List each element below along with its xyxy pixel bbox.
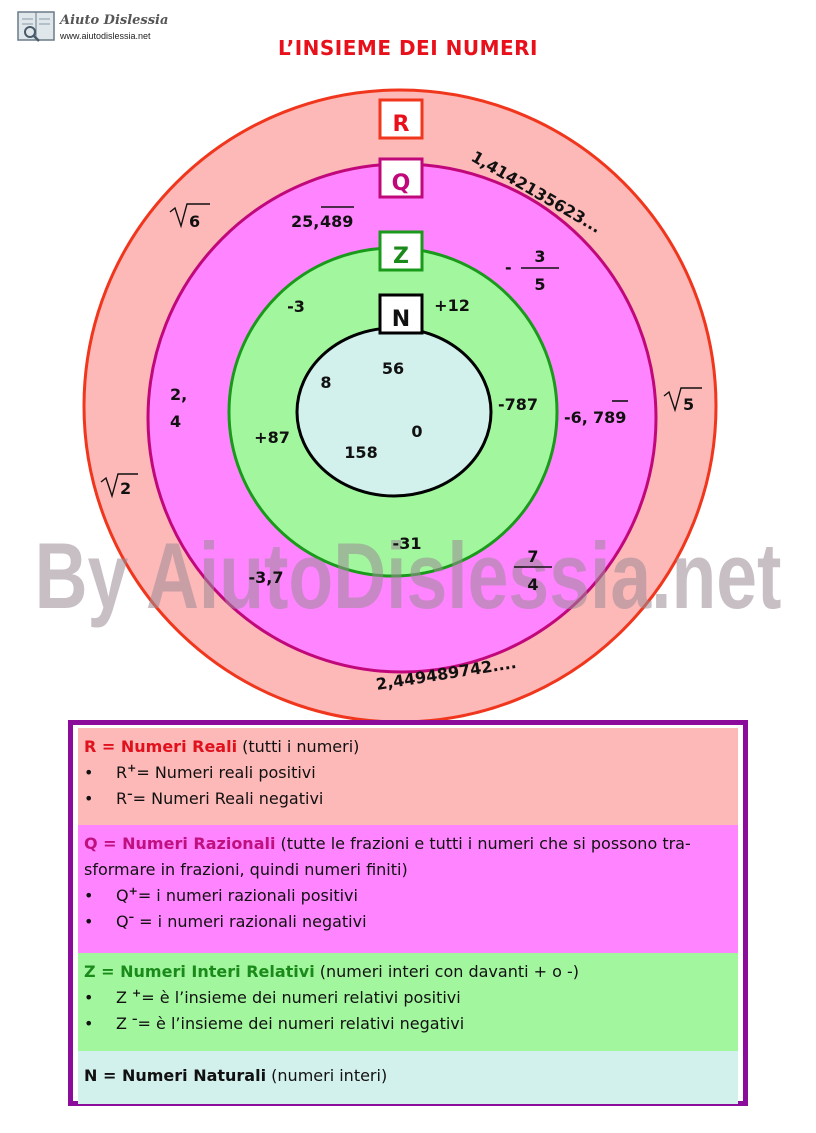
label-Q: Q <box>378 157 424 199</box>
legend-section-N: N = Numeri Naturali (numeri interi) <box>78 1051 738 1104</box>
list-item: • R+= Numeri reali positivi <box>84 760 734 786</box>
radicand: 2 <box>120 479 131 498</box>
bullet-icon: • <box>84 1014 94 1033</box>
z-value: -787 <box>498 395 538 414</box>
list-item: • Q– = i numeri razionali negativi <box>84 909 734 935</box>
label-N: N <box>378 293 424 335</box>
legend-box: R = Numeri Reali (tutti i numeri) • R+= … <box>68 720 748 1106</box>
legend-N-title: N = Numeri Naturali <box>84 1066 267 1085</box>
set-N-circle <box>295 326 493 498</box>
fraction-denominator: 4 <box>527 575 538 594</box>
bullet-icon: • <box>84 886 94 905</box>
n-value: 158 <box>344 443 377 462</box>
legend-Q-title: Q = Numeri Razionali <box>84 834 276 853</box>
z-value: +12 <box>434 296 470 315</box>
sqrt-6: 6 <box>169 203 210 231</box>
watermark: By AiutoDislessia.net <box>35 523 782 628</box>
legend-section-Z: Z = Numeri Interi Relativi (numeri inter… <box>78 953 738 1051</box>
n-value: 8 <box>320 373 331 392</box>
number-sets-diagram: By AiutoDislessia.net R Q Z N 56 8 0 158… <box>35 88 782 720</box>
radicand: 6 <box>189 212 200 231</box>
repeating-decimal-6-789: -6, 789 <box>564 400 628 427</box>
z-value: -3 <box>287 297 305 316</box>
q-value-int: 25, <box>291 212 319 231</box>
label-N-text: N <box>392 307 410 332</box>
sqrt-2: 2 <box>100 473 138 499</box>
q-value: 4 <box>170 412 181 431</box>
q-value: -3,7 <box>249 568 284 587</box>
z-value: -31 <box>393 534 422 553</box>
legend-section-Q: Q = Numeri Razionali (tutte le frazioni … <box>78 825 738 953</box>
label-Z-text: Z <box>393 244 409 269</box>
legend-Z-desc: (numeri interi con davanti + o -) <box>314 962 580 981</box>
bullet-icon: • <box>84 763 94 782</box>
fraction-denominator: 5 <box>534 275 545 294</box>
fraction-minus-3-5: - 3 5 <box>505 247 559 294</box>
logo: Aiuto Dislessia www.aiutodislessia.net <box>17 11 168 42</box>
legend-Q-desc: (tutte le frazioni e tutti i numeri che … <box>84 834 691 879</box>
bullet-icon: • <box>84 988 94 1007</box>
logo-url: www.aiutodislessia.net <box>59 31 151 41</box>
z-value: +87 <box>254 428 290 447</box>
q-value-period: 789 <box>593 408 626 427</box>
legend-R-title: R = Numeri Reali <box>84 737 238 756</box>
legend-N-desc: (numeri interi) <box>266 1066 388 1085</box>
list-item: • Q+= i numeri razionali positivi <box>84 883 734 909</box>
label-R-text: R <box>393 112 410 137</box>
n-value: 56 <box>382 359 404 378</box>
list-item: • Z –= è l’insieme dei numeri relativi n… <box>84 1011 734 1037</box>
label-Q-text: Q <box>392 171 411 196</box>
legend-section-R: R = Numeri Reali (tutti i numeri) • R+= … <box>78 728 738 825</box>
list-item: • R–= Numeri Reali negativi <box>84 786 734 812</box>
q-value: 2, <box>170 385 187 404</box>
q-value-int: -6, <box>564 408 588 427</box>
n-value: 0 <box>411 422 422 441</box>
bullet-icon: • <box>84 789 94 808</box>
fraction-7-4: 7 4 <box>514 547 552 594</box>
bullet-icon: • <box>84 912 94 931</box>
fraction-sign: - <box>505 258 512 277</box>
legend-Z-title: Z = Numeri Interi Relativi <box>84 962 315 981</box>
label-R: R <box>378 98 424 140</box>
book-icon <box>17 11 55 42</box>
fraction-numerator: 7 <box>527 547 538 566</box>
page-title: L’INSIEME DEI NUMERI <box>277 36 538 60</box>
repeating-decimal-25-489: 25, 489 <box>291 206 354 231</box>
legend-R-desc: (tutti i numeri) <box>237 737 360 756</box>
logo-name: Aiuto Dislessia <box>58 13 168 28</box>
q-value-period: 489 <box>320 212 353 231</box>
radicand: 5 <box>683 395 694 414</box>
list-item: • Z += è l’insieme dei numeri relativi p… <box>84 985 734 1011</box>
label-Z: Z <box>378 230 424 272</box>
sqrt-5: 5 <box>663 387 702 414</box>
fraction-numerator: 3 <box>534 247 545 266</box>
